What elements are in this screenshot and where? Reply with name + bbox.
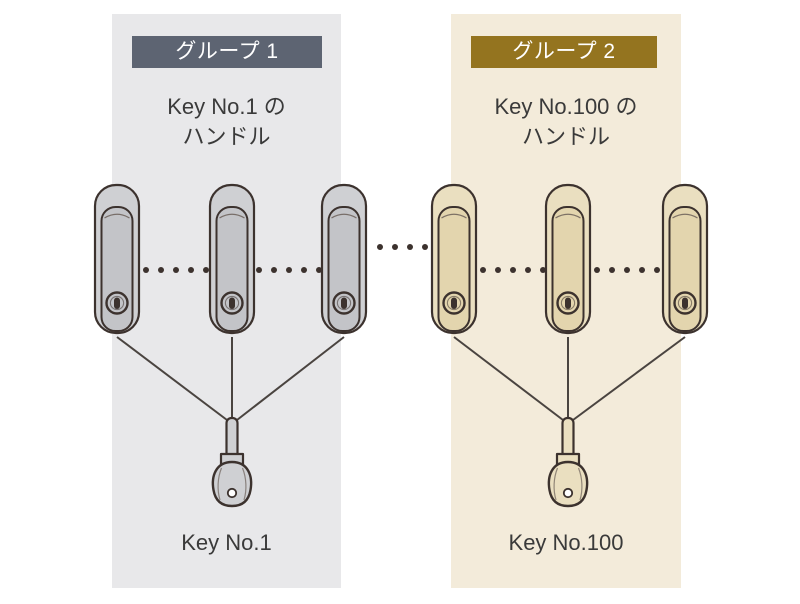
group-2-caption-line-2: ハンドル — [521, 124, 610, 149]
group-2-footer-label: Key No.100 — [508, 530, 624, 555]
group-2-handle-3[interactable] — [661, 183, 709, 335]
group-2-caption: Key No.100 の ハンドル — [451, 92, 681, 152]
group-2-ellipsis-dots-1 — [480, 267, 546, 273]
group-1-caption: Key No.1 の ハンドル — [112, 92, 341, 152]
group-1-connector-lines — [116, 336, 345, 421]
between-groups-ellipsis-dots — [377, 244, 428, 250]
group-1-ellipsis-dots-1 — [143, 267, 209, 273]
group-1-footer-label: Key No.1 — [181, 530, 272, 555]
group-1-handle-3[interactable] — [320, 183, 368, 335]
group-2-handle-2[interactable] — [544, 183, 592, 335]
group-2-handle-1[interactable] — [430, 183, 478, 335]
group-1-ellipsis-dots-2 — [256, 267, 322, 273]
group-1-handle-2[interactable] — [208, 183, 256, 335]
group-1-caption-line-2: ハンドル — [182, 124, 271, 149]
group-1-caption-line-1: Key No.1 の — [167, 94, 286, 119]
group-1-badge: グループ 1 — [132, 36, 322, 68]
group-2-connector-lines — [453, 336, 686, 421]
group-1-illustration — [93, 183, 368, 508]
group-2-badge: グループ 2 — [471, 36, 657, 68]
group-2-caption-line-1: Key No.100 の — [494, 94, 638, 119]
group-2-illustration — [430, 183, 709, 508]
group-1-handle-1[interactable] — [93, 183, 141, 335]
group-2-ellipsis-dots-2 — [594, 267, 660, 273]
